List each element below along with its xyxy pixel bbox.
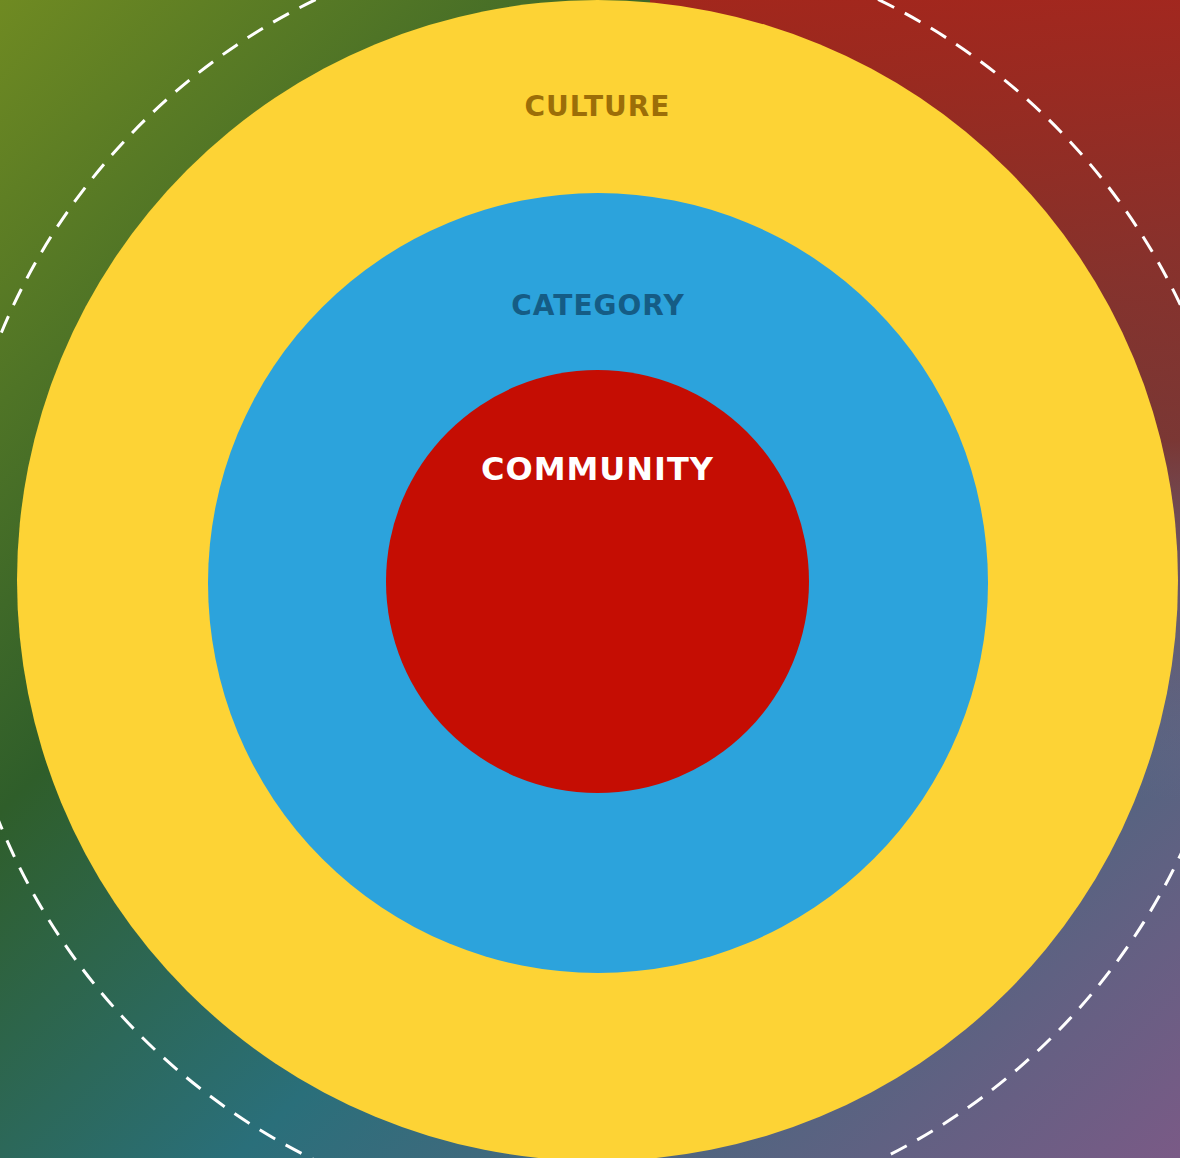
circle-fill	[17, 0, 1178, 1158]
middle-circle: CATEGORY COMMUNITY	[208, 193, 988, 973]
ring-label: CULTURE	[17, 90, 1178, 123]
circle-fill	[386, 370, 809, 793]
outer-circle: CULTURE CATEGORY COMMUNITY	[17, 0, 1178, 1158]
inner-circle: COMMUNITY	[386, 370, 809, 793]
ring-label: COMMUNITY	[386, 450, 809, 488]
circle-fill	[208, 193, 988, 973]
ring-label: CATEGORY	[208, 289, 988, 322]
circle-shape	[386, 370, 809, 793]
